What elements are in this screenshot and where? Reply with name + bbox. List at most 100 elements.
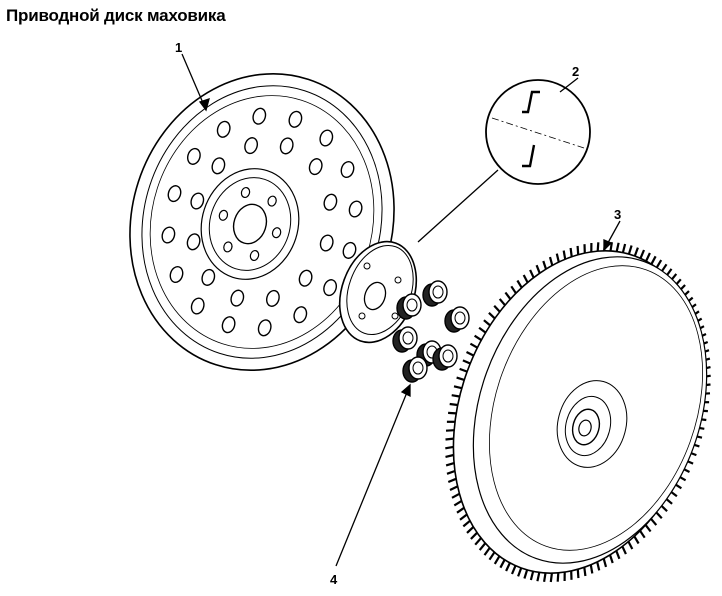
gear-tooth <box>602 558 608 568</box>
gear-tooth <box>516 279 523 289</box>
gear-tooth <box>483 547 491 556</box>
callout-label-2: 2 <box>572 64 580 79</box>
plate-hole <box>319 129 334 147</box>
gear-tooth <box>615 242 620 252</box>
hub-hole <box>218 209 229 221</box>
gear-tooth <box>644 524 652 533</box>
gear-tooth <box>478 326 487 334</box>
gear-tooth <box>470 531 478 540</box>
gear-tooth <box>609 242 613 252</box>
gear-tooth <box>633 247 639 257</box>
drive-plate <box>129 72 395 372</box>
gear-tooth <box>445 437 454 441</box>
plate-hole <box>279 137 294 155</box>
gear-tooth <box>556 572 560 582</box>
gear-tooth <box>562 250 567 260</box>
bolt <box>392 326 418 353</box>
gear-tooth <box>445 445 454 450</box>
gear-tooth <box>453 385 463 390</box>
plate-hole <box>288 110 303 128</box>
gear-tooth <box>445 462 455 467</box>
gear-tooth <box>536 572 541 582</box>
gear-tooth <box>655 511 663 520</box>
gear-tooth <box>445 453 454 458</box>
plate-hole <box>342 241 357 259</box>
hub-hole <box>267 195 277 207</box>
gear-tooth <box>504 291 512 300</box>
gear-tooth <box>596 242 600 252</box>
gear-tooth <box>456 506 465 514</box>
gear-tooth <box>555 253 560 263</box>
plate-hole <box>348 200 363 218</box>
gear-tooth <box>627 540 634 550</box>
gear-tooth <box>650 255 657 265</box>
plate-hole <box>293 306 308 324</box>
plate-hole <box>186 233 201 251</box>
gear-tooth <box>576 245 580 255</box>
hub-hole <box>271 227 282 239</box>
gear-tooth <box>474 537 482 546</box>
plate-hole <box>257 319 272 337</box>
plate-hole <box>298 269 313 287</box>
gear-tooth <box>627 245 633 255</box>
gear-tooth <box>449 402 458 407</box>
plate-hole <box>323 193 338 211</box>
gear-tooth <box>446 469 456 475</box>
plate-hole <box>201 268 216 286</box>
gear-tooth <box>549 572 553 583</box>
gear-tooth <box>608 554 614 564</box>
gear-tooth <box>493 304 501 313</box>
gear-tooth <box>488 551 496 561</box>
gear-tooth <box>596 561 601 571</box>
bolt <box>432 344 458 371</box>
gear-tooth <box>459 513 468 521</box>
gear-tooth <box>510 285 517 294</box>
plate-hole <box>323 279 338 297</box>
gear-tooth <box>462 359 471 365</box>
bolt <box>402 356 428 383</box>
hub-bolt-holes <box>218 186 282 262</box>
gear-tooth <box>466 526 475 534</box>
plate-hole <box>252 107 267 125</box>
gear-tooth <box>529 269 535 279</box>
mounting-bolts <box>392 280 470 383</box>
gear-tooth <box>499 559 506 569</box>
gear-tooth <box>621 545 627 555</box>
gear-tooth <box>639 249 646 259</box>
adapter-plate <box>338 240 418 344</box>
gear-tooth <box>493 555 501 565</box>
gear-tooth <box>505 562 511 572</box>
plate-hole <box>308 158 323 176</box>
plate-hole <box>161 226 176 244</box>
gear-tooth <box>583 567 587 577</box>
hub-hole <box>249 249 260 262</box>
hub-hole <box>240 186 251 199</box>
plate-hole <box>340 160 355 179</box>
diagram-title: Приводной диск маховика <box>6 6 226 25</box>
gear-tooth <box>576 569 580 579</box>
ring-gear-teeth <box>445 241 711 583</box>
gear-tooth <box>542 260 548 270</box>
gear-tooth <box>483 319 491 327</box>
gear-tooth <box>462 519 471 528</box>
gear-tooth <box>589 564 594 574</box>
gear-tooth <box>447 477 457 484</box>
gear-tooth <box>543 572 547 582</box>
gear-tooth <box>522 274 529 284</box>
flywheel <box>445 241 711 583</box>
bolt <box>444 306 470 333</box>
gear-tooth <box>660 504 668 512</box>
gear-tooth <box>445 429 455 432</box>
callout-label-3: 3 <box>614 207 622 222</box>
gear-tooth <box>451 492 460 499</box>
leader-lines <box>181 53 621 567</box>
gear-tooth <box>523 569 529 579</box>
plate-hole <box>221 316 236 334</box>
bolt <box>396 293 422 320</box>
hub-hole <box>223 241 233 253</box>
detail-magnifier <box>417 79 591 243</box>
gear-tooth <box>639 530 646 539</box>
plate-hole <box>230 289 245 307</box>
gear-tooth <box>535 264 541 274</box>
